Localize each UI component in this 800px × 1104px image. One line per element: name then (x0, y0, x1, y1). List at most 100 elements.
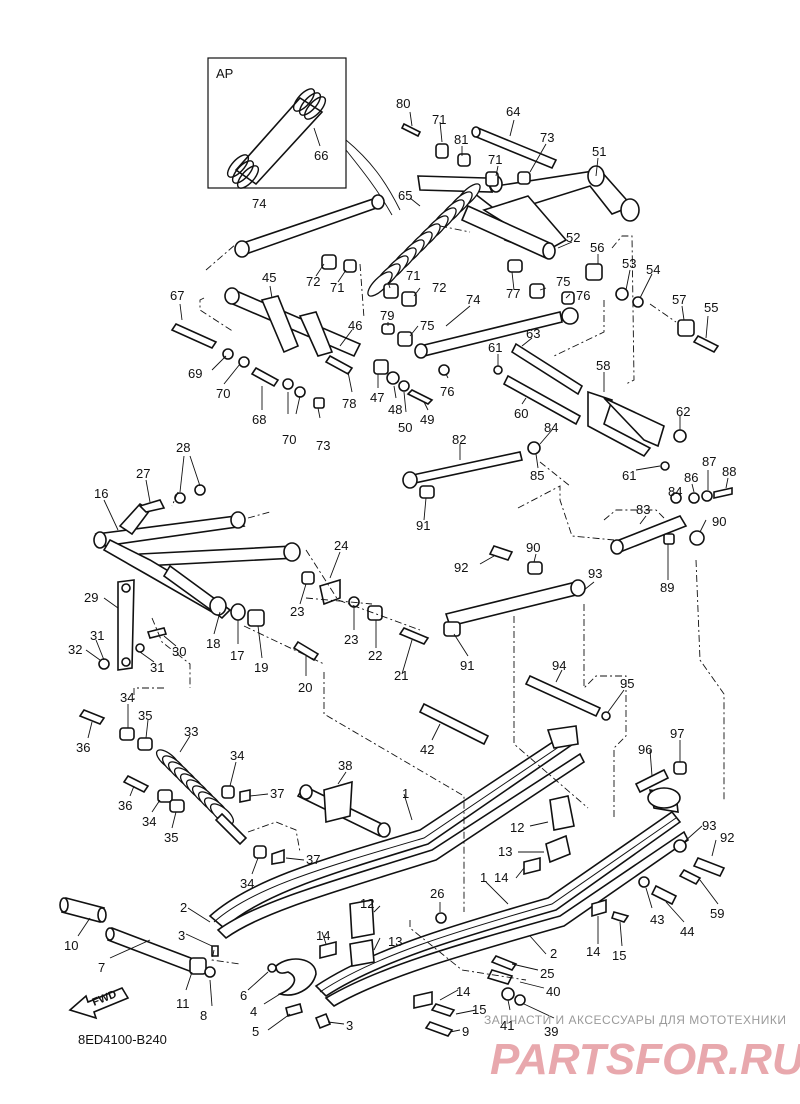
small-parts-17-24 (230, 571, 430, 662)
callout-81: 81 (454, 132, 468, 147)
callout-58: 58 (596, 358, 610, 373)
phantom-lines (133, 225, 725, 981)
callout-16: 16 (94, 486, 108, 501)
callout-93: 93 (702, 818, 716, 833)
callout-56: 56 (590, 240, 604, 255)
callout-73: 73 (540, 130, 554, 145)
slide-rail-1-left (208, 725, 586, 940)
callout-95: 95 (620, 676, 634, 691)
callout-1: 1 (402, 786, 409, 801)
callout-90: 90 (712, 514, 726, 529)
fwd-arrow: FWD (68, 986, 130, 1020)
callout-30: 30 (172, 644, 186, 659)
callout-73: 73 (316, 438, 330, 453)
callout-47: 47 (370, 390, 384, 405)
callout-79: 79 (380, 308, 394, 323)
callout-74: 74 (466, 292, 480, 307)
callout-74: 74 (252, 196, 266, 211)
callout-2: 2 (550, 946, 557, 961)
callout-24: 24 (334, 538, 348, 553)
callout-23: 23 (344, 632, 358, 647)
callout-15: 15 (472, 1002, 486, 1017)
callout-85: 85 (530, 468, 544, 483)
callout-62: 62 (676, 404, 690, 419)
callout-77: 77 (506, 286, 520, 301)
diagram-code: 8ED4100-B240 (78, 1032, 167, 1047)
bottom-fasteners (211, 761, 726, 1037)
pivot-arm-45 (224, 287, 362, 358)
callout-34: 34 (230, 748, 244, 763)
callout-76: 76 (440, 384, 454, 399)
callout-80: 80 (396, 96, 410, 111)
callout-71: 71 (488, 152, 502, 167)
callout-13: 13 (498, 844, 512, 859)
watermark-brand: PARTSFOR.RU (490, 1035, 800, 1084)
callout-25: 25 (540, 966, 554, 981)
callout-29: 29 (84, 590, 98, 605)
callout-72: 72 (306, 274, 320, 289)
callout-41: 41 (500, 1018, 514, 1033)
callout-13: 13 (388, 934, 402, 949)
cover-4 (275, 958, 317, 996)
callout-66: 66 (314, 148, 328, 163)
callout-70: 70 (216, 386, 230, 401)
callout-86: 86 (684, 470, 698, 485)
callout-35: 35 (164, 830, 178, 845)
callout-18: 18 (206, 636, 220, 651)
watermark-tagline: ЗАПЧАСТИ И АКСЕССУАРЫ ДЛЯ МОТОТЕХНИКИ (484, 1013, 786, 1027)
callout-32: 32 (68, 642, 82, 657)
watermark: ЗАПЧАСТИ И АКСЕССУАРЫ ДЛЯ МОТОТЕХНИКИ PA… (484, 1013, 800, 1084)
callout-14: 14 (494, 870, 508, 885)
callout-12: 12 (510, 820, 524, 835)
callout-21: 21 (394, 668, 408, 683)
callout-70: 70 (282, 432, 296, 447)
callout-34: 34 (142, 814, 156, 829)
callout-33: 33 (184, 724, 198, 739)
callout-75: 75 (420, 318, 434, 333)
shaft-42 (418, 702, 490, 746)
callout-45: 45 (262, 270, 276, 285)
callout-46: 46 (348, 318, 362, 333)
callout-48: 48 (388, 402, 402, 417)
callout-3: 3 (178, 928, 185, 943)
callout-37: 37 (270, 786, 284, 801)
callout-35: 35 (138, 708, 152, 723)
callout-14: 14 (456, 984, 470, 999)
callout-34: 34 (120, 690, 134, 705)
callout-8: 8 (200, 1008, 207, 1023)
adjuster-83 (610, 487, 733, 555)
callout-78: 78 (342, 396, 356, 411)
callout-labels: 66 80 71 81 64 73 71 51 65 74 52 56 53 5… (64, 96, 736, 1039)
tubes-7-10 (59, 897, 216, 978)
callout-64: 64 (506, 104, 520, 119)
callout-94: 94 (552, 658, 566, 673)
callout-22: 22 (368, 648, 382, 663)
callout-26: 26 (430, 886, 444, 901)
front-swing-arm-16 (93, 484, 301, 620)
part-38 (296, 780, 391, 838)
callout-92: 92 (720, 830, 734, 845)
callout-60: 60 (514, 406, 528, 421)
callout-43: 43 (650, 912, 664, 927)
callout-7: 7 (98, 960, 105, 975)
callout-82: 82 (452, 432, 466, 447)
callout-10: 10 (64, 938, 78, 953)
callout-63: 63 (526, 326, 540, 341)
callout-59: 59 (710, 906, 724, 921)
callout-89: 89 (660, 580, 674, 595)
callout-68: 68 (252, 412, 266, 427)
callout-39: 39 (544, 1024, 558, 1039)
callout-83: 83 (636, 502, 650, 517)
rail-sliders (319, 795, 630, 1017)
callout-55: 55 (704, 300, 718, 315)
callout-91: 91 (416, 518, 430, 533)
link-29 (117, 579, 135, 671)
small-bushings-top (170, 122, 720, 409)
callout-87: 87 (702, 454, 716, 469)
callout-20: 20 (298, 680, 312, 695)
callout-44: 44 (680, 924, 694, 939)
callout-17: 17 (230, 648, 244, 663)
callout-65: 65 (398, 188, 412, 203)
callout-71: 71 (330, 280, 344, 295)
